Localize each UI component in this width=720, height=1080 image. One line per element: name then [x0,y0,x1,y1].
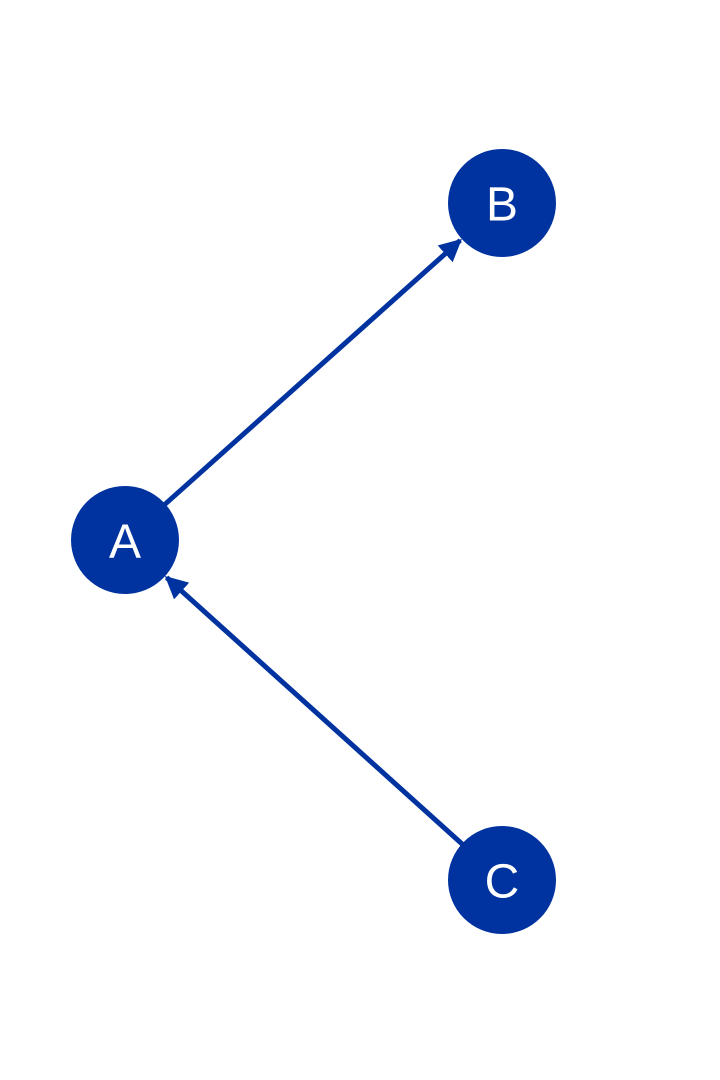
node-a-label: A [109,516,141,569]
edges [160,238,467,849]
node-a-circle [71,486,179,594]
edge-c-to-a [164,575,467,849]
node-b-circle [448,149,556,257]
node-c-label: C [485,856,520,909]
node-c-circle [448,826,556,934]
nodes: A B C [71,149,556,934]
node-c: C [448,826,556,934]
node-a: A [71,486,179,594]
edge-a-to-b [160,238,462,509]
node-b-label: B [486,179,518,232]
node-b: B [448,149,556,257]
